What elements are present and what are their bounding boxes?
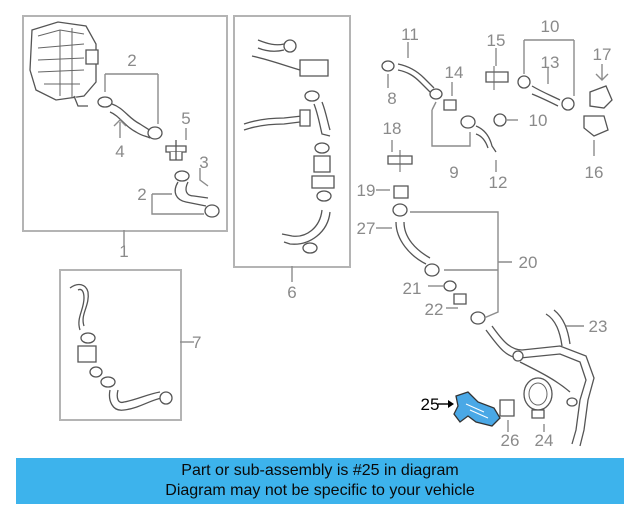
callout-4: 4 (115, 142, 124, 161)
callout-16: 16 (585, 163, 604, 182)
callout-5: 5 (181, 109, 190, 128)
callout-6: 6 (287, 283, 296, 302)
callout-26: 26 (501, 431, 520, 450)
callout-10-lower: 10 (529, 111, 548, 130)
hose-parts-10-13-15-16-17 (485, 66, 613, 137)
callout-15: 15 (487, 31, 506, 50)
callout-10-top: 10 (541, 17, 560, 36)
callout-20: 20 (519, 253, 538, 272)
group-box-7 (59, 269, 182, 421)
banner-line-1: Part or sub-assembly is #25 in diagram (181, 462, 459, 479)
group-box-6 (233, 15, 351, 268)
hose-clamp-group-1 (97, 96, 220, 218)
hose-parts-8-9-11-12 (381, 60, 507, 153)
group-box-1 (22, 15, 228, 232)
callout-19: 19 (357, 181, 376, 200)
callout-2-top: 2 (127, 51, 136, 70)
callout-11: 11 (401, 25, 419, 44)
callout-14: 14 (445, 63, 464, 82)
callout-1: 1 (119, 242, 128, 261)
callout-3: 3 (199, 153, 208, 172)
hose-group-7 (69, 283, 173, 411)
part-25-highlighted[interactable] (453, 391, 501, 427)
callout-2-lower: 2 (137, 185, 146, 204)
callout-9: 9 (449, 163, 458, 182)
hose-pipe-assembly (485, 309, 595, 447)
callout-21: 21 (403, 279, 422, 298)
part-24-reservoir (523, 377, 553, 419)
hose-group-6 (243, 39, 335, 254)
heater-valve-assembly (29, 21, 99, 107)
part-info-banner: Part or sub-assembly is #25 in diagram D… (16, 458, 624, 504)
callout-13: 13 (541, 53, 560, 72)
callout-22: 22 (425, 300, 444, 319)
callout-18: 18 (383, 119, 402, 138)
callout-25: 25 (421, 395, 440, 414)
callout-17: 17 (593, 45, 612, 64)
callout-7: 7 (192, 333, 201, 352)
callout-27: 27 (357, 219, 376, 238)
callout-12: 12 (489, 173, 508, 192)
callout-8: 8 (387, 89, 396, 108)
callout-24: 24 (535, 431, 554, 450)
callout-23: 23 (589, 317, 608, 336)
banner-line-2: Diagram may not be specific to your vehi… (165, 482, 475, 499)
part-26-grommet (499, 399, 515, 417)
hose-parts-18-19-27-20-21-22 (387, 150, 486, 325)
